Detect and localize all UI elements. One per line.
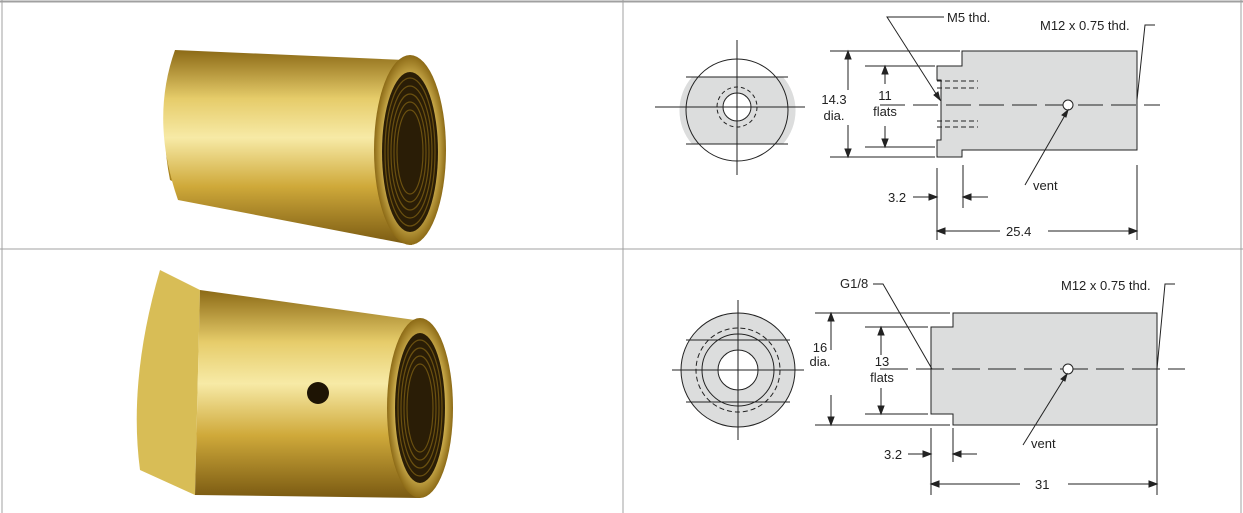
step-label: 3.2 <box>884 447 902 462</box>
side-view-2 <box>880 312 1185 426</box>
dia-value-label: 14.3 <box>821 92 846 107</box>
dia-unit-label: dia. <box>824 108 845 123</box>
flats-unit-label: flats <box>873 104 897 119</box>
dia-unit-label: dia. <box>810 354 831 369</box>
dia-value-label: 16 <box>813 340 827 355</box>
step-label: 3.2 <box>888 190 906 205</box>
product-photo-2 <box>136 270 453 498</box>
main-thread-label: M12 x 0.75 thd. <box>1040 18 1130 33</box>
dimensions-1 <box>830 16 1155 240</box>
flats-value-label: 11 <box>878 88 892 103</box>
dimensions-2 <box>815 283 1175 495</box>
labels-1: M5 thd. M12 x 0.75 thd. 14.3 dia. 11 fla… <box>821 10 1129 239</box>
flats-unit-label: flats <box>870 370 894 385</box>
product-photo-1 <box>163 50 446 245</box>
vent-hole <box>307 382 329 404</box>
main-thread-label: M12 x 0.75 thd. <box>1061 278 1151 293</box>
end-view-2 <box>672 300 804 440</box>
vent-label: vent <box>1033 178 1058 193</box>
port-thread-label: G1/8 <box>840 276 868 291</box>
drawing-1 <box>655 16 1160 240</box>
vent-label: vent <box>1031 436 1056 451</box>
port-thread-label: M5 thd. <box>947 10 990 25</box>
labels-2: G1/8 M12 x 0.75 thd. 16 dia. 13 flats 3.… <box>810 276 1151 492</box>
drawing-2 <box>672 283 1185 495</box>
end-view-1 <box>655 40 805 175</box>
flats-value-label: 13 <box>875 354 889 369</box>
side-view-1 <box>880 50 1160 158</box>
length-label: 25.4 <box>1006 224 1031 239</box>
length-label: 31 <box>1035 477 1049 492</box>
